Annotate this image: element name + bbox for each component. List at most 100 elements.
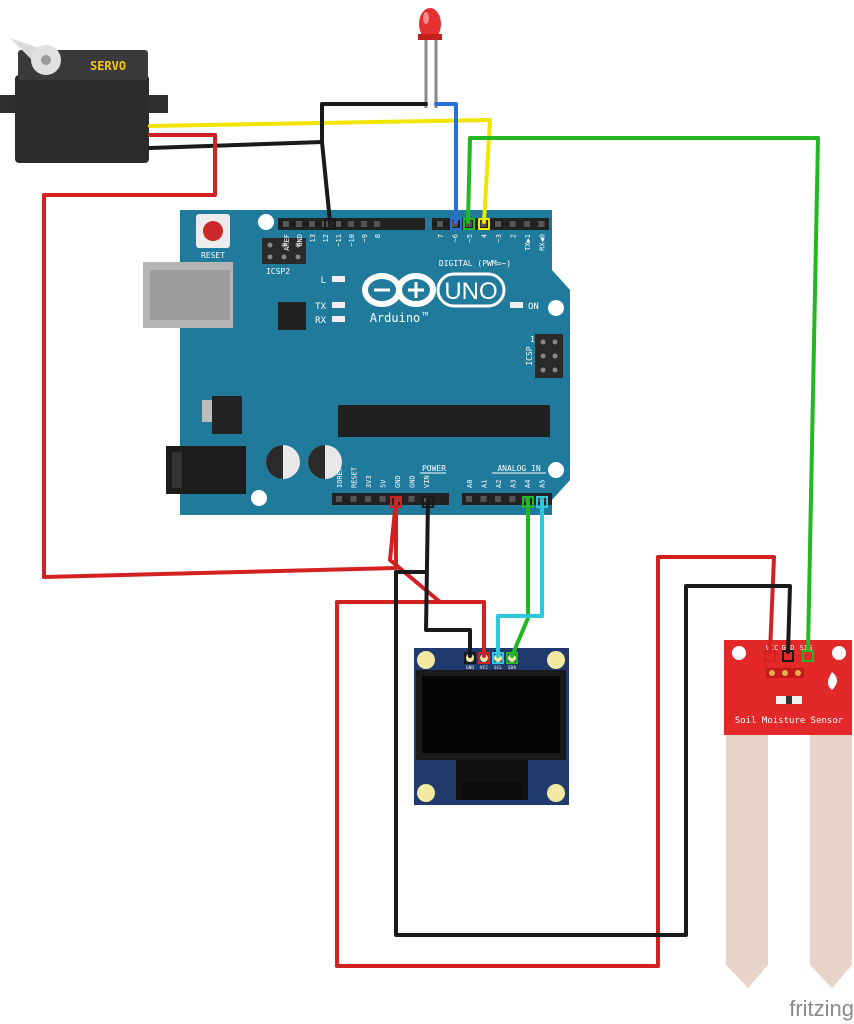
l-led-label: L [321, 276, 326, 286]
header-pin-hole [296, 221, 302, 227]
pin-label: ~11 [335, 234, 343, 247]
header-pin-hole [495, 496, 501, 502]
wire-end-cap [522, 496, 534, 508]
pin-label: 4 [481, 234, 489, 238]
header-pin-hole [480, 496, 487, 502]
pin-label: A1 [481, 480, 489, 488]
header-pin-hole [524, 221, 530, 227]
wire-end-cap [390, 496, 402, 508]
oled-pin-label: GND [466, 665, 474, 671]
wire-end-cap [764, 650, 776, 662]
header-pin-hole [495, 221, 501, 227]
pin-label: 12 [322, 234, 330, 242]
wire-servo-gnd [148, 102, 428, 150]
header-pin-hole [309, 221, 315, 227]
header-pin-hole [509, 221, 516, 227]
pin-label: TX▶1 [524, 234, 532, 251]
wire-a5 [496, 498, 544, 658]
red-led [418, 8, 442, 108]
digital-label: DIGITAL (PWM=~) [439, 259, 511, 268]
wire-end-cap [802, 650, 814, 662]
header-pin-hole [451, 221, 458, 227]
pin-label: ~9 [361, 234, 369, 242]
pin-label: 13 [309, 234, 317, 242]
wire-end-cap [506, 652, 518, 664]
servo-motor: SERVO [0, 38, 168, 163]
pin-label: ~5 [466, 234, 474, 242]
icsp2-label: ICSP2 [266, 267, 290, 276]
header-pin-hole [538, 221, 545, 227]
oled-pin-label: SCL [494, 665, 502, 671]
wire-end-caps [324, 218, 814, 664]
arduino-brand: Arduino [370, 311, 421, 325]
pin-label: ~6 [452, 234, 460, 242]
pin-label: ~3 [495, 234, 503, 242]
wire-servo-vcc [42, 133, 398, 579]
header-pin-hole [348, 221, 354, 227]
header-pin-hole [350, 496, 357, 502]
uno-label: UNO [444, 278, 497, 305]
oled-pin-label: SDA [508, 665, 516, 671]
wire-end-cap [478, 652, 490, 664]
soil-pin-label: SIG [800, 644, 813, 652]
wire-end-cap [536, 496, 548, 508]
pin-label: GND [296, 234, 304, 247]
pin-label: A5 [539, 480, 547, 488]
wire-end-cap [450, 218, 462, 230]
servo-label: SERVO [90, 59, 126, 73]
header-pin-hole [374, 221, 380, 227]
arduino-tm: TM [422, 312, 428, 318]
wire-end-cap [463, 218, 475, 230]
pin-label: 8 [374, 234, 382, 238]
header-pin-hole [283, 221, 289, 227]
pin-label: GND [409, 475, 417, 488]
wire-led-signal [434, 102, 458, 224]
header-pin-hole [466, 496, 472, 502]
header-pin-hole [509, 496, 516, 502]
pin-label: 2 [510, 234, 518, 238]
pin-label: 5V [380, 479, 388, 488]
icsp-pin1-label: 1 [530, 335, 535, 344]
soil-sensor-title: Soil Moisture Sensor [735, 716, 844, 726]
wire-servo-signal [148, 118, 492, 224]
header-pin-hole [437, 221, 443, 227]
pin-label: A3 [510, 480, 518, 488]
wire-5v-soil [335, 555, 776, 968]
header-pin-hole [423, 496, 429, 502]
wire-led-gnd-to-board [320, 140, 332, 224]
power-label: POWER [422, 464, 446, 473]
pin-label: VIN [423, 475, 431, 488]
wire-end-cap [324, 218, 336, 230]
pin-label: A0 [466, 480, 474, 488]
pin-label: A4 [524, 480, 532, 488]
header-pin-hole [361, 221, 367, 227]
fritzing-watermark: fritzing [789, 996, 854, 1021]
wire-gnd-oled [424, 498, 472, 658]
pin-label: RESET [351, 466, 359, 488]
header-pin-hole [408, 496, 415, 502]
pin-label: RX◀0 [539, 234, 547, 251]
pin-label: AREF [283, 234, 291, 251]
oled-pin-label: VCC [480, 665, 488, 671]
on-led-label: ON [528, 302, 539, 312]
wire-gnd-soil [394, 570, 792, 937]
header-pin-hole [365, 496, 371, 502]
tx-led-label: TX [315, 302, 326, 312]
wire-end-cap [464, 652, 476, 664]
analog-in-label: ANALOG IN [497, 464, 541, 473]
pin-label: ~10 [348, 234, 356, 247]
rx-led-label: RX [315, 316, 326, 326]
digital-header-left: AREF GND 13 12 ~11 ~10 ~9 8 [283, 221, 382, 251]
header-pin-hole [336, 496, 342, 502]
header-pin-hole [379, 496, 386, 502]
pin-label: 3V3 [365, 475, 373, 488]
wire-end-cap [492, 652, 504, 664]
oled-display-module: GND VCC SCL SDA [414, 648, 569, 805]
wire-a4 [510, 498, 530, 658]
digital-header-right: 7 ~6 ~5 4 ~3 2 TX▶1 RX◀0 [437, 221, 547, 251]
pin-label: 7 [437, 234, 445, 238]
icsp-label: ICSP [525, 346, 534, 365]
pin-label: IOREF [336, 467, 344, 488]
